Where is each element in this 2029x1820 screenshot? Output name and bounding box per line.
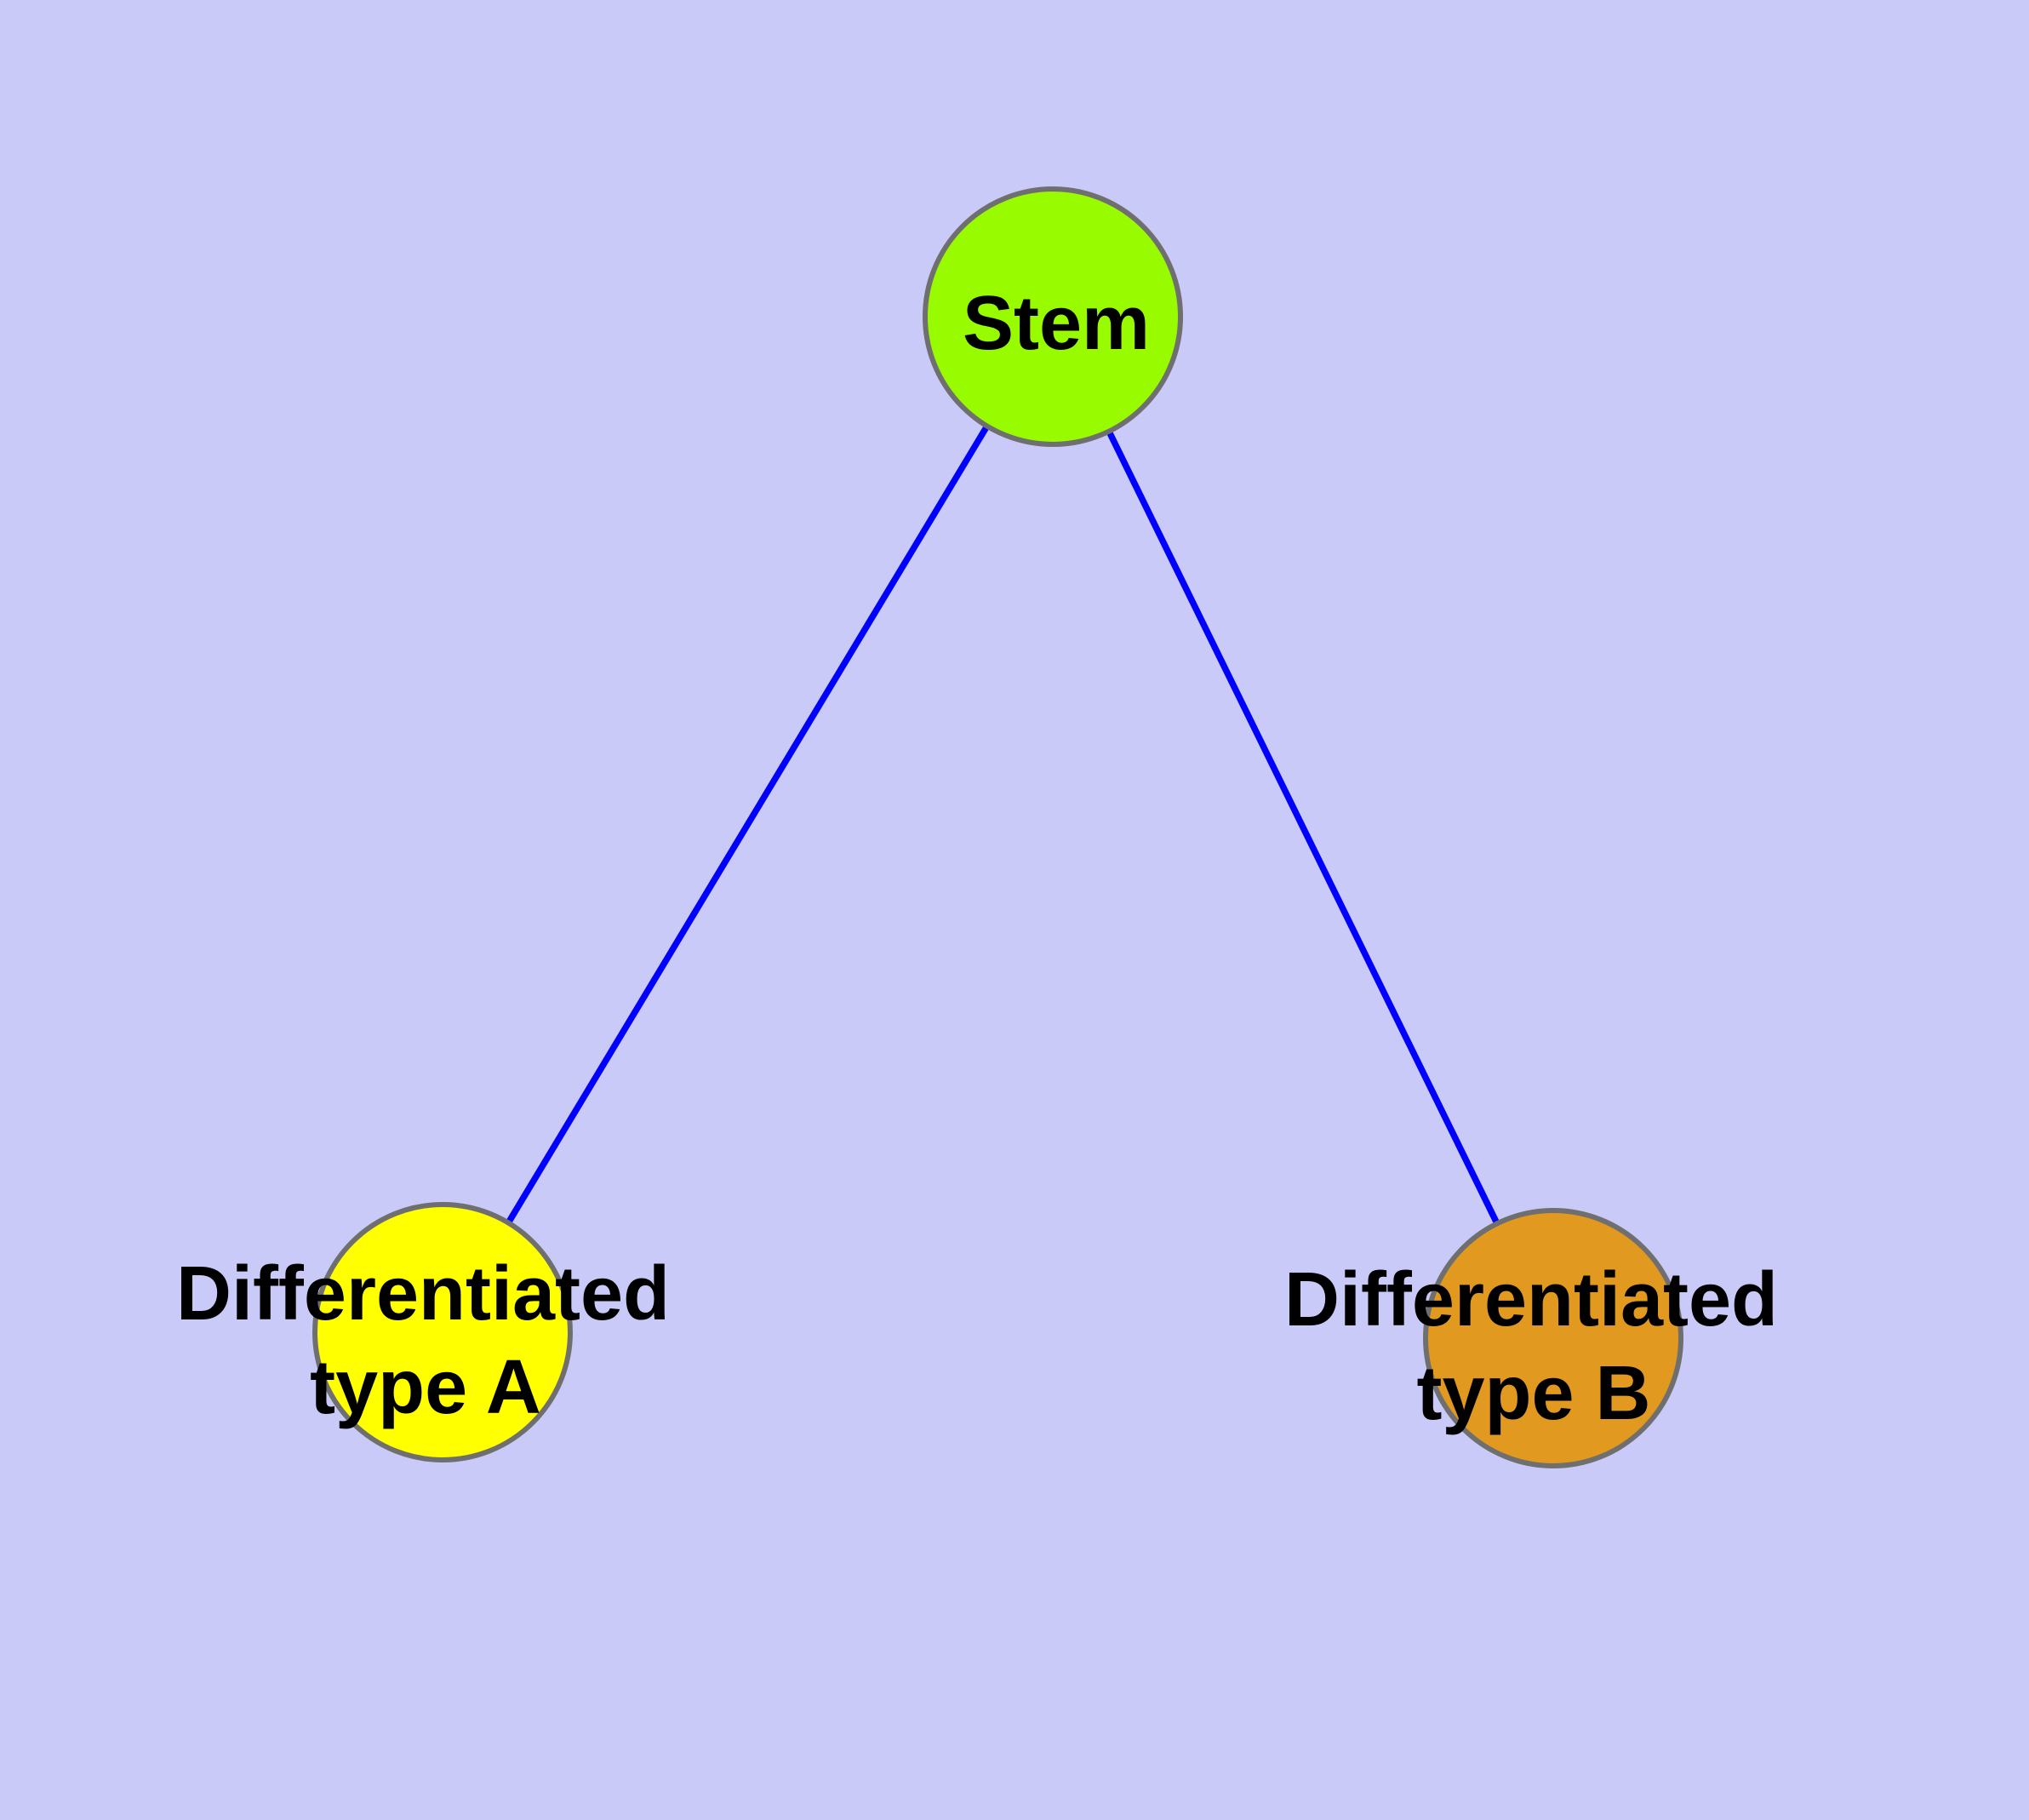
node-label-type-a-line-1: Differentiated: [176, 1251, 670, 1336]
node-label-type-b-line-2: type B: [1416, 1351, 1650, 1436]
edge-stem-to-type-b: [1049, 315, 1557, 1340]
node-label-type-b-line-1: Differentiated: [1284, 1257, 1778, 1342]
node-label-stem: Stem: [963, 281, 1150, 366]
node-stem: [923, 186, 1183, 447]
node-differentiated-type-b: [1423, 1208, 1683, 1468]
edge-stem-to-type-a: [439, 315, 1056, 1334]
node-differentiated-type-a: [312, 1202, 573, 1462]
node-label-type-a-line-2: type A: [310, 1345, 541, 1430]
